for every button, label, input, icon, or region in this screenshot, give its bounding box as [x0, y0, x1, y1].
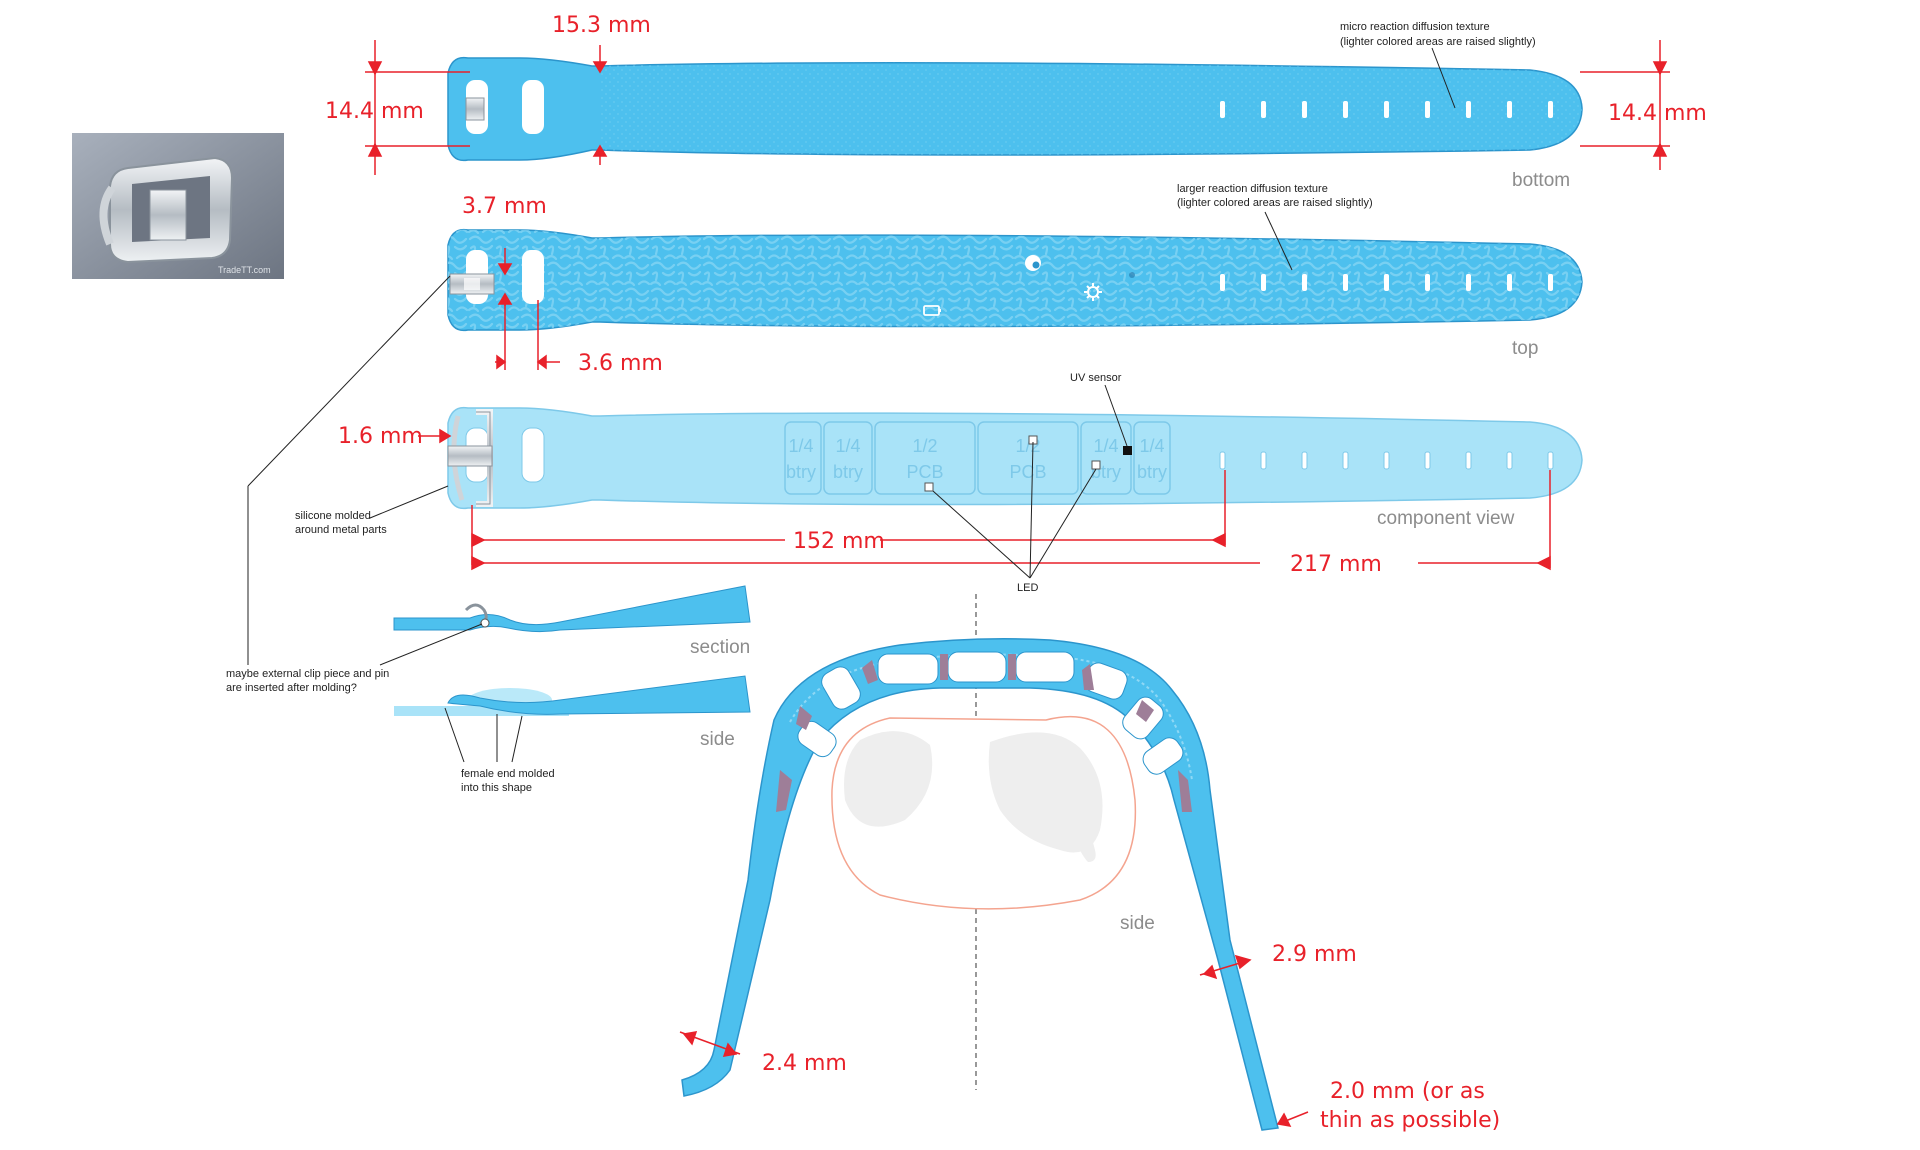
- note-led: LED: [1017, 582, 1038, 594]
- dimension-hole-end: 217 mm: [1290, 552, 1382, 577]
- component-label: 1/4: [1093, 436, 1118, 456]
- view-label-section: section: [690, 637, 750, 658]
- component-battery-2: [823, 421, 873, 495]
- side-view-large: [681, 594, 1279, 1131]
- dimension-keeper-height: 3.7 mm: [462, 194, 547, 219]
- note-clip-piece: maybe external clip piece and pin: [226, 668, 389, 680]
- component-battery-1: [784, 421, 822, 495]
- view-label-side-small: side: [700, 729, 735, 750]
- note-female-end: female end molded: [461, 768, 555, 780]
- strap-component-view: 1/4 btry 1/4 btry 1/2 PCB 1/2 PCB 1/4 bt…: [447, 406, 1583, 510]
- note-silicone: around metal parts: [295, 524, 387, 536]
- component-pcb-1: [874, 421, 976, 495]
- component-battery-4: [1133, 421, 1171, 495]
- led-marker: [924, 482, 934, 492]
- component-label: 1/2: [912, 436, 937, 456]
- component-label: btry: [786, 462, 816, 482]
- dimension-side-thickness-mid: 2.9 mm: [1272, 942, 1357, 967]
- dimension-side-thickness-left: 2.4 mm: [762, 1051, 847, 1076]
- note-silicone: silicone molded: [295, 510, 371, 522]
- component-label: PCB: [906, 462, 943, 482]
- dimension-strap-width-right: 14.4 mm: [1608, 101, 1707, 126]
- component-label: 1/4: [835, 436, 860, 456]
- note-uv-sensor: UV sensor: [1070, 372, 1122, 384]
- view-label-bottom: bottom: [1512, 170, 1570, 191]
- buckle-photo-icon: [99, 156, 234, 264]
- dimension-tip-thickness: 2.0 mm (or as: [1330, 1079, 1485, 1104]
- section-view: [393, 585, 751, 633]
- note-larger-texture: larger reaction diffusion texture: [1177, 183, 1328, 195]
- component-battery-3: [1080, 421, 1132, 495]
- dimension-tip-thickness: thin as possible): [1320, 1108, 1500, 1133]
- dimension-keeper-width: 3.6 mm: [578, 351, 663, 376]
- component-label: btry: [833, 462, 863, 482]
- note-micro-texture: (lighter colored areas are raised slight…: [1340, 36, 1536, 48]
- component-label: 1/4: [788, 436, 813, 456]
- battery-icon: [923, 305, 941, 316]
- view-label-top: top: [1512, 338, 1538, 359]
- side-view-small: [394, 675, 751, 716]
- dimension-hole-start: 152 mm: [793, 529, 885, 554]
- uv-sensor-icon: [1025, 255, 1041, 271]
- component-label: 1/4: [1139, 436, 1164, 456]
- note-clip-piece: are inserted after molding?: [226, 682, 357, 694]
- dimension-lines: [365, 40, 1670, 1127]
- component-label: PCB: [1009, 462, 1046, 482]
- uv-sensor-chip: [1123, 446, 1132, 455]
- view-label-component: component view: [1377, 508, 1515, 529]
- note-micro-texture: micro reaction diffusion texture: [1340, 21, 1490, 33]
- strap-top: [447, 228, 1583, 332]
- dimension-strap-width-left: 14.4 mm: [325, 99, 424, 124]
- strap-bottom: [447, 56, 1583, 162]
- component-pcb-2: [977, 421, 1079, 495]
- led-marker: [1091, 460, 1101, 470]
- dimension-buckle-gap: 1.6 mm: [338, 424, 423, 449]
- sun-icon: [1084, 283, 1102, 301]
- view-label-side-large: side: [1120, 913, 1155, 934]
- note-larger-texture: (lighter colored areas are raised slight…: [1177, 197, 1373, 209]
- leader-lines: [247, 47, 1456, 763]
- component-label: btry: [1137, 462, 1167, 482]
- buckle-photo: TradeTT.com: [72, 133, 284, 279]
- photo-caption: TradeTT.com: [218, 265, 271, 275]
- dimension-clip-width: 15.3 mm: [552, 13, 651, 38]
- note-female-end: into this shape: [461, 782, 532, 794]
